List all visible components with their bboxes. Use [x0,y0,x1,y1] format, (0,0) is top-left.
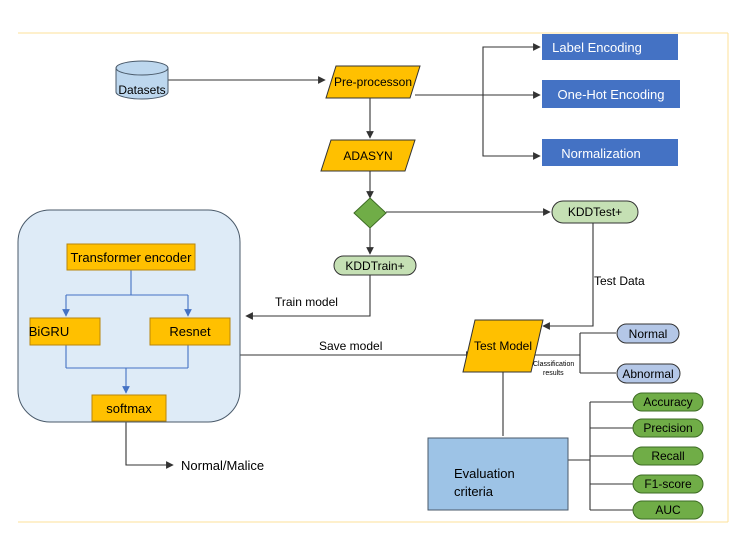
test-data-label: Test Data [594,274,645,288]
preprocession-label: Pre-processon [334,75,412,89]
metric-label: Recall [651,449,684,463]
transformer-node: Transformer encoder [66,243,196,271]
abnormal-label: Abnormal [622,367,673,381]
resnet-label: Resnet [169,324,211,339]
preprocession-node: Pre-processon [325,65,421,99]
metric-label: F1-score [644,477,692,491]
metric-auc: AUC [632,500,704,520]
softmax-label: softmax [106,401,152,416]
output-label: Normal/Malice [181,458,264,473]
resnet-node: Resnet [149,317,231,346]
label-encoding-label: Label Encoding [552,40,642,55]
onehot-encoding-node: One-Hot Encoding [542,80,680,108]
normal-label: Normal [629,327,668,341]
evaluation-label-line1: Evaluation [454,466,515,481]
model-panel [17,209,241,423]
metric-accuracy: Accuracy [632,392,704,412]
test-model-label: Test Model [474,339,532,353]
abnormal-node: Abnormal [616,363,681,384]
kddtrain-node: KDDTrain+ [333,255,417,276]
metric-f1-score: F1-score [632,474,704,494]
transformer-label: Transformer encoder [71,250,193,265]
evaluation-label-line2: criteria [454,484,494,499]
classification-label-line1: Classification [533,361,574,368]
onehot-encoding-label: One-Hot Encoding [558,87,665,102]
metric-label: Precision [643,421,692,435]
bigru-label: BiGRU [29,324,69,339]
train-model-label: Train model [275,295,338,309]
test-model-node: Test Model [462,319,544,373]
evaluation-node: Evaluation criteria [427,437,569,511]
metric-precision: Precision [632,418,704,438]
edge-test-data [542,223,594,330]
normalization-label: Normalization [561,146,640,161]
edge-softmax-to-output [125,421,174,469]
datasets-label: Datasets [118,83,165,97]
classification-label-line2: results [543,370,564,377]
datasets-node: Datasets [115,60,169,100]
normal-node: Normal [616,323,680,344]
save-model-label: Save model [319,339,382,353]
edge-train-model [245,275,371,320]
label-encoding-node: Label Encoding [542,34,678,60]
metric-label: AUC [655,503,681,517]
softmax-node: softmax [91,394,167,422]
split-decision-diamond [353,197,387,229]
metric-recall: Recall [632,446,704,466]
adasyn-label: ADASYN [343,149,392,163]
metric-label: Accuracy [643,395,692,409]
kddtrain-label: KDDTrain+ [345,259,404,273]
kddtest-label: KDDTest+ [568,205,622,219]
kddtest-node: KDDTest+ [551,200,639,224]
edge-preprocession-to-label-encoding [482,43,541,95]
adasyn-node: ADASYN [320,139,416,172]
edge-preprocession-to-normalization [482,95,541,160]
bigru-node: BiGRU [29,317,101,346]
normalization-node: Normalization [542,139,678,166]
